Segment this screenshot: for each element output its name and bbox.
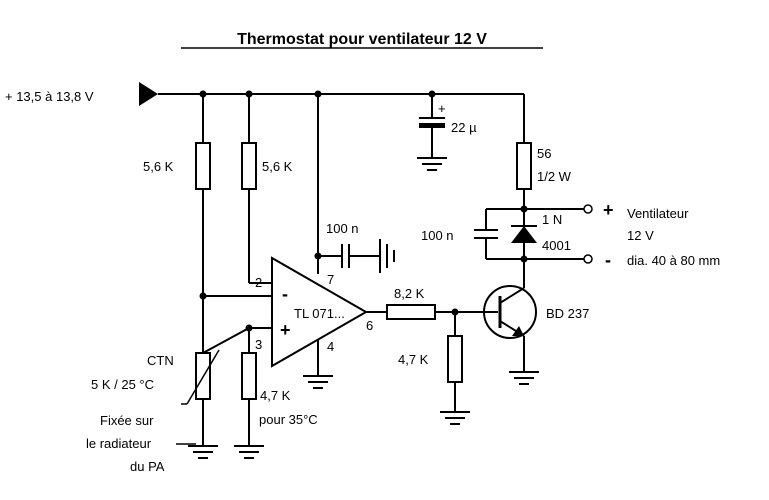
fan-minus-terminal <box>583 254 593 264</box>
ground-symbol <box>509 371 539 385</box>
schematic-title: Thermostat pour ventilateur 12 V <box>237 31 487 48</box>
resistor-4k7-pulldown <box>447 312 463 412</box>
capacitor-opamp <box>318 244 380 268</box>
capacitor-supply-decoupling <box>419 94 445 158</box>
note-line-2: le radiateur <box>86 436 152 451</box>
r-ref-label-1: 4,7 K <box>260 388 291 403</box>
ground-symbol <box>379 239 395 273</box>
capacitor-fan <box>474 209 498 259</box>
resistor-r1 <box>195 94 211 353</box>
resistor-56 <box>516 94 532 209</box>
r-ref-label-2: pour 35°C <box>259 412 318 427</box>
ground-symbol <box>303 375 333 389</box>
opamp-pin-3: 3 <box>255 337 262 352</box>
opamp-name: TL 071... <box>294 306 345 321</box>
fan-label-2: 12 V <box>627 228 654 243</box>
supply-arrow <box>139 82 158 106</box>
thermistor-ctn <box>181 349 220 446</box>
ground-symbol <box>188 445 218 459</box>
ctn-label-2: 5 K / 25 °C <box>91 377 154 392</box>
resistor-8k2 <box>386 304 436 320</box>
r2-label: 5,6 K <box>262 159 293 174</box>
opamp-pin-7: 7 <box>327 272 334 287</box>
fan-label-3: dia. 40 à 80 mm <box>627 253 720 268</box>
r56-label-power: 1/2 W <box>537 169 572 184</box>
note-line-1: Fixée sur <box>100 413 154 428</box>
fan-label-1: Ventilateur <box>627 206 689 221</box>
ground-symbol <box>234 445 264 459</box>
ctn-link-wire <box>202 327 250 354</box>
opamp-pin-2: 2 <box>255 275 262 290</box>
ctn-label-1: CTN <box>147 353 174 368</box>
diode-1n4001 <box>511 209 537 259</box>
cap-supply-label: 22 µ <box>451 120 477 135</box>
fan-plus-sign: + <box>603 200 614 220</box>
resistor-r2 <box>241 94 272 284</box>
ground-symbol <box>440 411 470 425</box>
transistor-bd237 <box>483 259 537 372</box>
opamp-pin-6: 6 <box>366 318 373 333</box>
note-line-3: du PA <box>130 459 165 474</box>
opamp-pin-4: 4 <box>327 339 334 354</box>
ground-symbol <box>417 157 447 171</box>
supply-label: + 13,5 à 13,8 V <box>5 89 94 104</box>
cap-supply-plus: + <box>438 101 446 116</box>
fan-minus-sign: - <box>605 250 611 270</box>
r-pulldown-label: 4,7 K <box>398 352 429 367</box>
opamp-tl071 <box>271 256 369 368</box>
opamp-noninverting-sign: + <box>280 320 291 340</box>
diode-label-2: 4001 <box>542 238 571 253</box>
transistor-label: BD 237 <box>546 306 589 321</box>
cap-opamp-label: 100 n <box>326 221 359 236</box>
r56-label-value: 56 <box>537 146 551 161</box>
diode-label-1: 1 N <box>542 212 562 227</box>
cap-fan-label: 100 n <box>421 228 454 243</box>
r1-label: 5,6 K <box>143 159 174 174</box>
r-base-label: 8,2 K <box>394 286 425 301</box>
fan-plus-terminal <box>583 204 593 214</box>
opamp-inverting-sign: - <box>282 284 288 304</box>
resistor-4k7-reference <box>241 328 257 446</box>
